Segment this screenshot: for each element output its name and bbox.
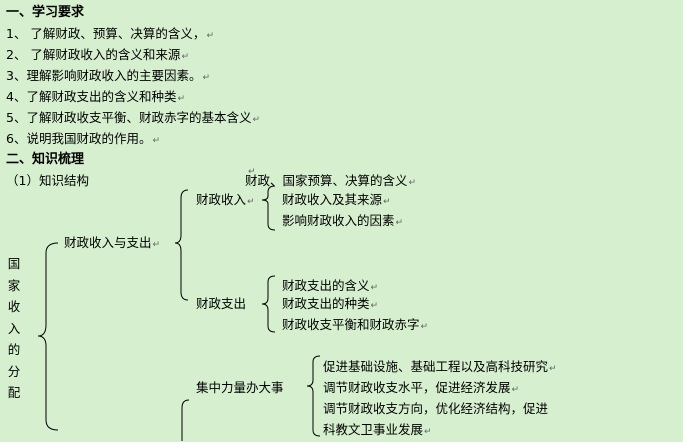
expenditure-bracket [261, 275, 276, 333]
root-char: 收 [7, 299, 21, 314]
big-things-item-2: 调节财政收支水平，促进经济发展↵ [323, 380, 520, 395]
big-things-item-1: 促进基础设施、基础工程以及高科技研究↵ [323, 359, 557, 374]
root-char: 的 [7, 342, 21, 357]
requirement-item-5: 5、了解财政收支平衡、财政赤字的基本含义↵ [6, 110, 261, 125]
role-bracket [181, 399, 190, 441]
requirement-item-6: 6、说明我国财政的作用。↵ [6, 131, 161, 146]
expenditure-item-2: 财政支出的种类↵ [282, 296, 379, 311]
requirement-item-1: 1、 了解财政、预算、决算的含义，↵ [6, 26, 214, 41]
revenue-item-2: 影响财政收入的因素↵ [282, 213, 404, 228]
root-char: 配 [7, 385, 21, 400]
section2-subheading: （1）知识结构 [6, 173, 89, 188]
root-bracket [37, 242, 59, 431]
section1-heading: 一、学习要求 [6, 5, 85, 20]
root-char: 家 [7, 277, 21, 293]
expenditure-item-3: 财政收支平衡和财政赤字↵ [282, 317, 429, 332]
big-things-label: 集中力量办大事 [196, 380, 284, 395]
expenditure-label: 财政支出 [196, 296, 247, 311]
big-things-item-4: 科教文卫事业发展↵ [323, 422, 432, 437]
root-node-vertical: 国 家 收 入 的 分 配 [6, 253, 22, 404]
top-note: 财政、国家预算、决算的含义↵ [245, 173, 417, 188]
root-char: 国 [7, 256, 21, 271]
expenditure-item-1: 财政支出的含义↵ [282, 278, 379, 293]
level1-bracket [174, 189, 189, 301]
revenue-label: 财政收入↵ [196, 192, 255, 207]
section2-heading: 二、知识梳理 [6, 152, 85, 167]
requirement-item-2: 2、 了解财政收入的含义和来源↵ [6, 47, 189, 62]
big-things-bracket [306, 355, 321, 437]
requirement-item-4: 4、了解财政支出的含义和种类↵ [6, 89, 186, 104]
revenue-item-1: 财政收入及其来源↵ [282, 192, 391, 207]
paragraph-mark: ↵ [248, 167, 256, 177]
level1-label: 财政收入与支出↵ [64, 235, 161, 250]
root-char: 分 [7, 363, 21, 379]
root-char: 入 [7, 320, 21, 336]
big-things-item-3: 调节财政收支方向，优化经济结构，促进 [323, 401, 549, 416]
requirement-item-3: 3、理解影响财政收入的主要因素。↵ [6, 68, 211, 83]
